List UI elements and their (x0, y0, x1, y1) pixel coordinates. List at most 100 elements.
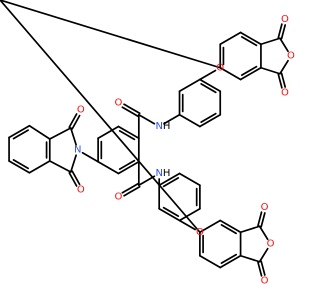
aromatic-bond-outer (199, 113, 222, 128)
aromatic-bond-inner (118, 130, 136, 141)
single-bond (48, 160, 72, 173)
oxygen-atom: O (77, 185, 85, 196)
single-bond (137, 175, 156, 187)
aromatic-bond-inner (200, 112, 217, 123)
single-bond (178, 113, 201, 128)
oxygen-atom: O (281, 14, 289, 25)
nitrogen-label: N (74, 145, 81, 156)
double-bond-a (123, 103, 141, 115)
double-bond-b (280, 72, 287, 88)
oxygen-label: O (261, 202, 269, 213)
single-bond (199, 69, 217, 81)
oxygen-label: O (287, 51, 295, 62)
double-bond-b (121, 106, 139, 118)
double-bond-a (280, 24, 287, 40)
single-bond (279, 37, 289, 53)
aromatic-bond-outer (239, 66, 262, 81)
single-bond (0, 0, 201, 234)
single-bond (178, 207, 201, 222)
nitrogen-label: N (155, 168, 162, 179)
aromatic-bond-outer (8, 124, 31, 139)
double-bond-b (257, 211, 263, 227)
hydrogen-label: H (163, 168, 171, 179)
oxygen-label: O (77, 185, 85, 196)
aromatic-bond-inner (12, 159, 30, 170)
double-bond-a (71, 114, 81, 130)
oxygen-atom: O (281, 87, 289, 98)
single-bond (199, 219, 222, 234)
oxygen-label: O (216, 62, 224, 73)
aromatic-bond-inner (240, 65, 258, 76)
bond-layer (0, 0, 289, 277)
aromatic-bond-inner (12, 129, 30, 140)
hydrogen-label: H (163, 121, 171, 132)
single-bond (239, 225, 261, 234)
double-bond-a (121, 182, 139, 194)
aromatic-bond-inner (162, 177, 180, 188)
oxygen-atom: O (115, 98, 123, 109)
aromatic-bond-inner (118, 159, 136, 170)
single-bond (239, 254, 261, 263)
single-bond (137, 113, 156, 125)
aromatic-bond-inner (200, 83, 217, 94)
single-bond (48, 127, 72, 140)
aromatic-bond-inner (220, 224, 237, 235)
double-bond-b (68, 113, 78, 129)
single-bond (28, 160, 51, 174)
oxygen-label: O (281, 14, 289, 25)
oxygen-atom: O (267, 239, 275, 250)
single-bond (69, 154, 77, 173)
single-bond (260, 37, 281, 46)
single-bond (279, 59, 289, 75)
single-bond (178, 219, 196, 231)
oxygen-atom: O (77, 105, 85, 116)
single-bond (163, 113, 181, 125)
double-bond-b (71, 170, 81, 186)
aromatic-bond-outer (219, 219, 242, 234)
oxygen-label: O (77, 105, 85, 116)
single-bond (0, 0, 222, 69)
double-bond-a (68, 171, 78, 187)
single-bond (258, 225, 269, 241)
nitrogen-label: N (155, 121, 162, 132)
aromatic-bond-inner (240, 36, 258, 47)
aromatic-bond-outer (117, 160, 140, 175)
oxygen-atom: O (115, 192, 123, 203)
oxygen-label: O (267, 239, 275, 250)
single-bond (178, 172, 201, 187)
oxygen-atom: O (196, 227, 204, 238)
single-bond (199, 254, 222, 269)
single-bond (260, 66, 281, 75)
aromatic-bond-outer (199, 78, 222, 93)
single-bond (81, 151, 99, 163)
oxygen-atom: O (261, 275, 269, 286)
single-bond (69, 127, 77, 146)
oxygen-atom: O (287, 51, 295, 62)
aromatic-bond-inner (220, 253, 237, 264)
oxygen-atom: O (216, 62, 224, 73)
double-bond-b (123, 185, 141, 197)
oxygen-label: O (115, 98, 123, 109)
single-bond (97, 125, 120, 140)
single-bond (97, 160, 120, 175)
aromatic-bond-outer (158, 172, 181, 187)
aromatic-bond-outer (158, 207, 181, 222)
single-bond (28, 124, 51, 140)
single-bond (258, 247, 269, 263)
oxygen-label: O (261, 275, 269, 286)
aromatic-bond-outer (239, 31, 262, 46)
double-bond-a (257, 261, 263, 277)
oxygen-atom: O (261, 202, 269, 213)
oxygen-label: O (115, 192, 123, 203)
aromatic-bond-outer (219, 254, 242, 269)
double-bond-b (260, 260, 266, 276)
double-bond-b (277, 23, 283, 39)
aromatic-bond-inner (162, 206, 180, 217)
single-bond (219, 66, 242, 81)
double-bond-a (277, 73, 283, 89)
imide-nitrogen-atom: N (74, 145, 81, 156)
